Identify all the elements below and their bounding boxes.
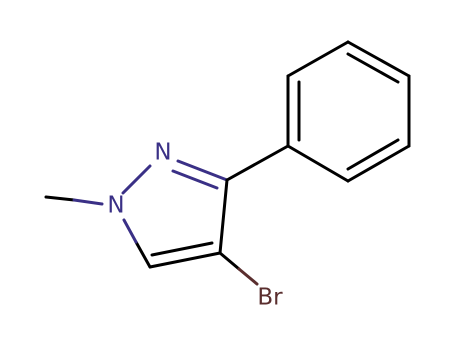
bond-c3-c4: [218, 178, 229, 255]
bond-n2-c3-inner: [171, 169, 219, 190]
bond-c5-n1-nitrogen: [122, 218, 138, 244]
bond-c4-c5-inner: [150, 241, 214, 257]
bond-c5-n1-carbon: [134, 240, 152, 269]
atom-label-n1: N: [107, 193, 124, 219]
bond-n2-c3: [176, 159, 229, 182]
bond-c3-phenyl: [225, 144, 290, 182]
bond-methyl-n1-nitrogen: [72, 198, 104, 206]
phenyl-bond-3: [346, 40, 411, 78]
phenyl-bond-2: [286, 40, 350, 78]
atom-label-n2: N: [154, 140, 171, 166]
phenyl-bond-5: [346, 144, 411, 183]
bond-methyl-n1-carbon: [44, 195, 76, 202]
bond-c4-br-carbon: [218, 251, 241, 271]
bond-c4-br-bromine: [237, 267, 259, 286]
bond-n1-n2: [121, 164, 152, 195]
atom-label-br: Br: [257, 285, 283, 311]
atom-labels: N N Br: [107, 140, 283, 311]
phenyl-bond-5-inner: [346, 138, 400, 171]
bonds: [44, 40, 411, 286]
bond-c4-c5: [148, 251, 222, 269]
phenyl-bond-3-inner: [346, 52, 400, 84]
phenyl-bond-6: [286, 144, 350, 183]
